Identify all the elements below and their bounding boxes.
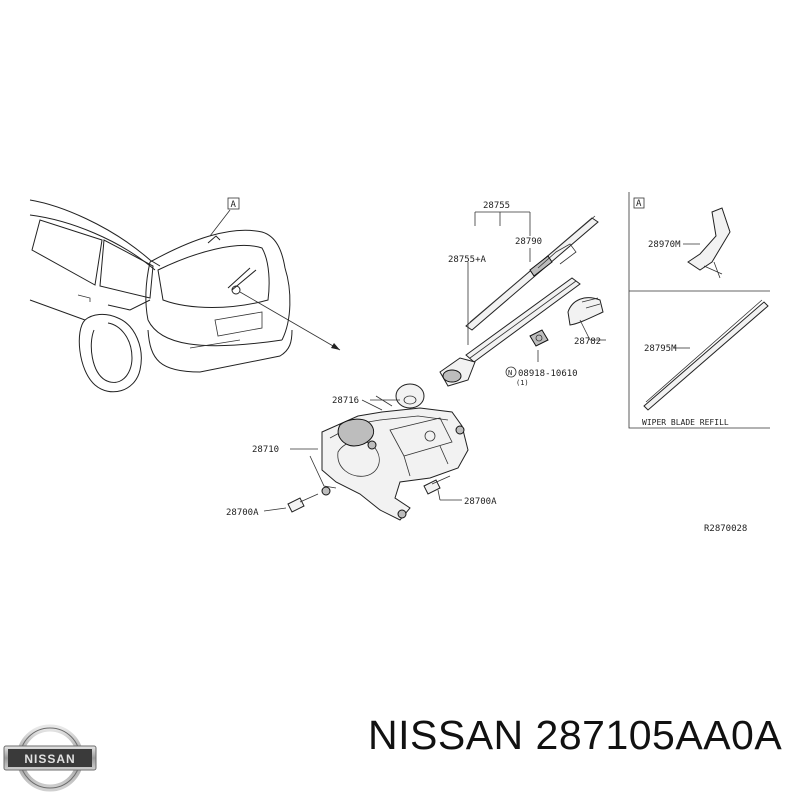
wiper-arm-assembly bbox=[439, 215, 604, 387]
callout-28755: 28755 bbox=[483, 201, 510, 211]
callout-08918-qty: (1) bbox=[516, 379, 529, 387]
callout-28755-a: 28755+A bbox=[448, 255, 487, 265]
inset-ref-letter: A bbox=[636, 199, 642, 209]
callout-28700a-right: 28700A bbox=[464, 497, 497, 507]
product-title: NISSAN 287105AA0A bbox=[368, 712, 783, 758]
leader-lines bbox=[263, 211, 606, 512]
callout-28782: 28782 bbox=[574, 337, 601, 347]
nissan-logo: NISSAN bbox=[3, 724, 97, 792]
wiper-motor-assembly bbox=[287, 383, 469, 521]
callout-28700a-left: 28700A bbox=[226, 508, 259, 518]
figure-code: R2870028 bbox=[704, 524, 747, 534]
car-rear-illustration: A bbox=[29, 197, 341, 393]
part-callouts: 28755 28755+A 28790 28782 N 08918-10610 … bbox=[226, 201, 601, 518]
callout-08918: 08918-10610 bbox=[518, 369, 578, 379]
callout-28970m: 28970M bbox=[648, 240, 681, 250]
callout-28716: 28716 bbox=[332, 396, 359, 406]
car-ref-letter: A bbox=[231, 200, 237, 210]
callout-28710: 28710 bbox=[252, 445, 279, 455]
callout-08918-prefix: N bbox=[508, 369, 512, 377]
callout-28795m: 28795M bbox=[644, 344, 677, 354]
inset-caption: WIPER BLADE REFILL bbox=[642, 418, 729, 427]
inset-panel: A 28970M 28795M WIPER BLADE REFILL bbox=[628, 192, 770, 429]
logo-wordmark: NISSAN bbox=[24, 752, 75, 766]
callout-28790: 28790 bbox=[515, 237, 542, 247]
